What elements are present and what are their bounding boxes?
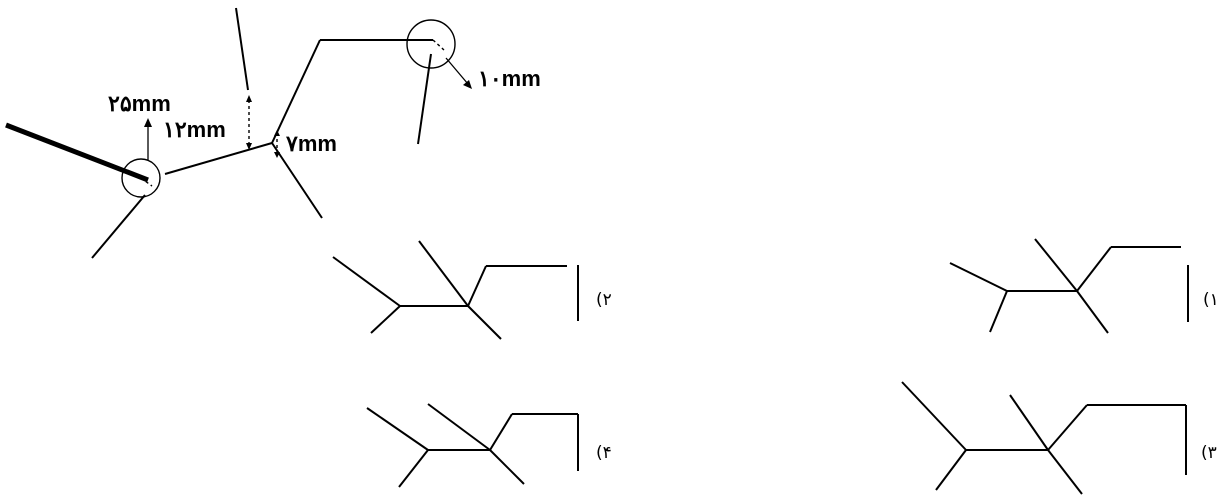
- node2-dashed-pointer: [432, 39, 445, 51]
- arrow-10mm-head: [463, 80, 472, 89]
- option-1-figure: (۱: [949, 238, 1219, 334]
- option-4-label[interactable]: (۴: [596, 443, 612, 463]
- dashed-12mm-head-top: [246, 95, 252, 102]
- segment-1-2: [164, 142, 273, 175]
- node-circle-2: [406, 19, 456, 69]
- label-25mm: ۲۵mm: [108, 91, 171, 116]
- label-10mm: ۱۰mm: [478, 66, 541, 91]
- thick-line: [5, 122, 149, 183]
- option-3-figure: (۳: [901, 381, 1217, 495]
- arrow-10mm: [445, 57, 469, 85]
- node-circle-1: [121, 158, 161, 198]
- option-2-figure: (۲: [332, 240, 612, 340]
- arrow-25mm-head: [144, 118, 152, 127]
- option-4-figure: (۴: [366, 403, 612, 488]
- label-12mm: ۱۲mm: [163, 117, 226, 142]
- lower-left-line: [91, 194, 146, 259]
- lower-right-branch: [271, 142, 323, 219]
- dashed-12mm-head-bottom: [246, 143, 252, 150]
- dashed-7mm-head-top: [274, 130, 280, 136]
- option-2-label[interactable]: (۲: [596, 290, 612, 310]
- upper-line: [235, 7, 249, 91]
- dashed-7mm-head-bottom: [274, 152, 280, 158]
- option-1-label[interactable]: (۱: [1203, 290, 1219, 310]
- node1-dashed-pointer: [140, 177, 153, 187]
- option-3-label[interactable]: (۳: [1201, 443, 1217, 463]
- node2-down-line: [417, 53, 432, 145]
- segment-2-rise: [271, 39, 321, 144]
- main-figure: ۲۵mm ۱۲mm ۷mm ۱۰mm: [5, 7, 541, 259]
- label-7mm: ۷mm: [285, 131, 337, 156]
